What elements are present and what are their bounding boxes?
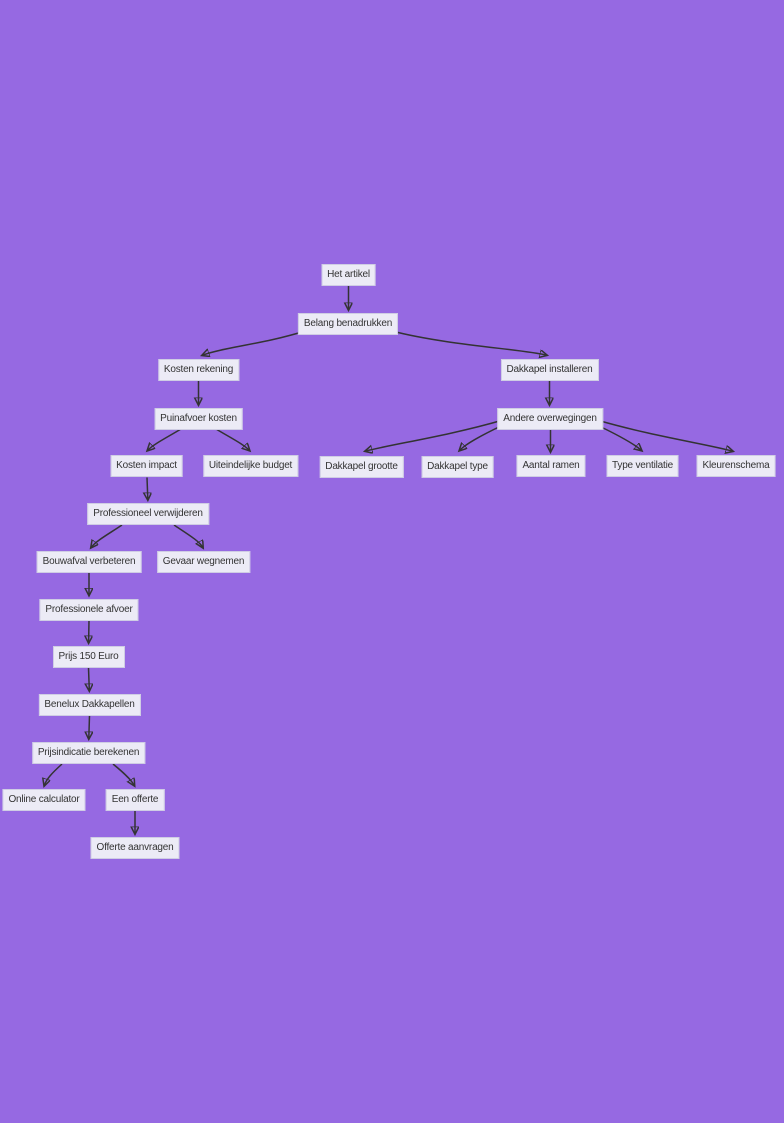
node-benelux-dakkapellen: Benelux Dakkapellen	[38, 694, 141, 716]
edge-prijsindicatie-berekenen__online-calculator	[45, 763, 63, 785]
edge-professioneel-verwijderen__gevaar-wegnemen	[173, 524, 203, 547]
edge-andere-overwegingen__dakkapel-grootte	[366, 419, 504, 451]
node-online-calculator: Online calculator	[2, 789, 86, 811]
node-puinafvoer-kosten: Puinafvoer kosten	[154, 407, 243, 430]
edge-professioneel-verwijderen__bouwafval-verbeteren	[92, 524, 123, 547]
node-kosten-rekening: Kosten rekening	[157, 358, 240, 381]
edge-kosten-impact__professioneel-verwijderen	[147, 477, 148, 500]
edge-andere-overwegingen__type-ventilatie	[596, 424, 641, 450]
edge-prijsindicatie-berekenen__een-offerte	[112, 763, 134, 785]
node-een-offerte: Een offerte	[105, 789, 165, 811]
node-belang-benadrukken: Belang benadrukken	[297, 312, 399, 335]
edge-puinafvoer-kosten__uiteindelijke-budget	[215, 428, 249, 450]
node-dakkapel-installeren: Dakkapel installeren	[500, 358, 599, 381]
edge-puinafvoer-kosten__kosten-impact	[148, 428, 182, 450]
edge-benelux-dakkapellen__prijsindicatie-berekenen	[89, 715, 90, 738]
node-kosten-impact: Kosten impact	[110, 455, 183, 477]
node-kleurenschema: Kleurenschema	[696, 455, 776, 477]
edge-andere-overwegingen__kleurenschema	[596, 419, 732, 451]
node-andere-overwegingen: Andere overwegingen	[497, 407, 603, 430]
node-het-artikel: Het artikel	[321, 263, 376, 286]
node-bouwafval-verbeteren: Bouwafval verbeteren	[36, 551, 142, 573]
edge-prijs-150-euro__benelux-dakkapellen	[89, 667, 90, 690]
edge-belang-benadrukken__kosten-rekening	[203, 330, 306, 355]
edge-belang-benadrukken__dakkapel-installeren	[391, 330, 546, 355]
node-dakkapel-type: Dakkapel type	[421, 455, 494, 478]
node-aantal-ramen: Aantal ramen	[516, 455, 586, 477]
edge-andere-overwegingen__dakkapel-type	[460, 424, 504, 450]
node-prijsindicatie-berekenen: Prijsindicatie berekenen	[31, 742, 146, 764]
node-professionele-afvoer: Professionele afvoer	[39, 598, 139, 621]
node-type-ventilatie: Type ventilatie	[606, 455, 679, 477]
node-uiteindelijke-budget: Uiteindelijke budget	[202, 455, 299, 477]
node-offerte-aanvragen: Offerte aanvragen	[90, 837, 180, 859]
node-professioneel-verwijderen: Professioneel verwijderen	[87, 503, 209, 525]
node-dakkapel-grootte: Dakkapel grootte	[319, 455, 404, 478]
node-gevaar-wegnemen: Gevaar wegnemen	[156, 551, 251, 573]
node-prijs-150-euro: Prijs 150 Euro	[52, 646, 125, 668]
